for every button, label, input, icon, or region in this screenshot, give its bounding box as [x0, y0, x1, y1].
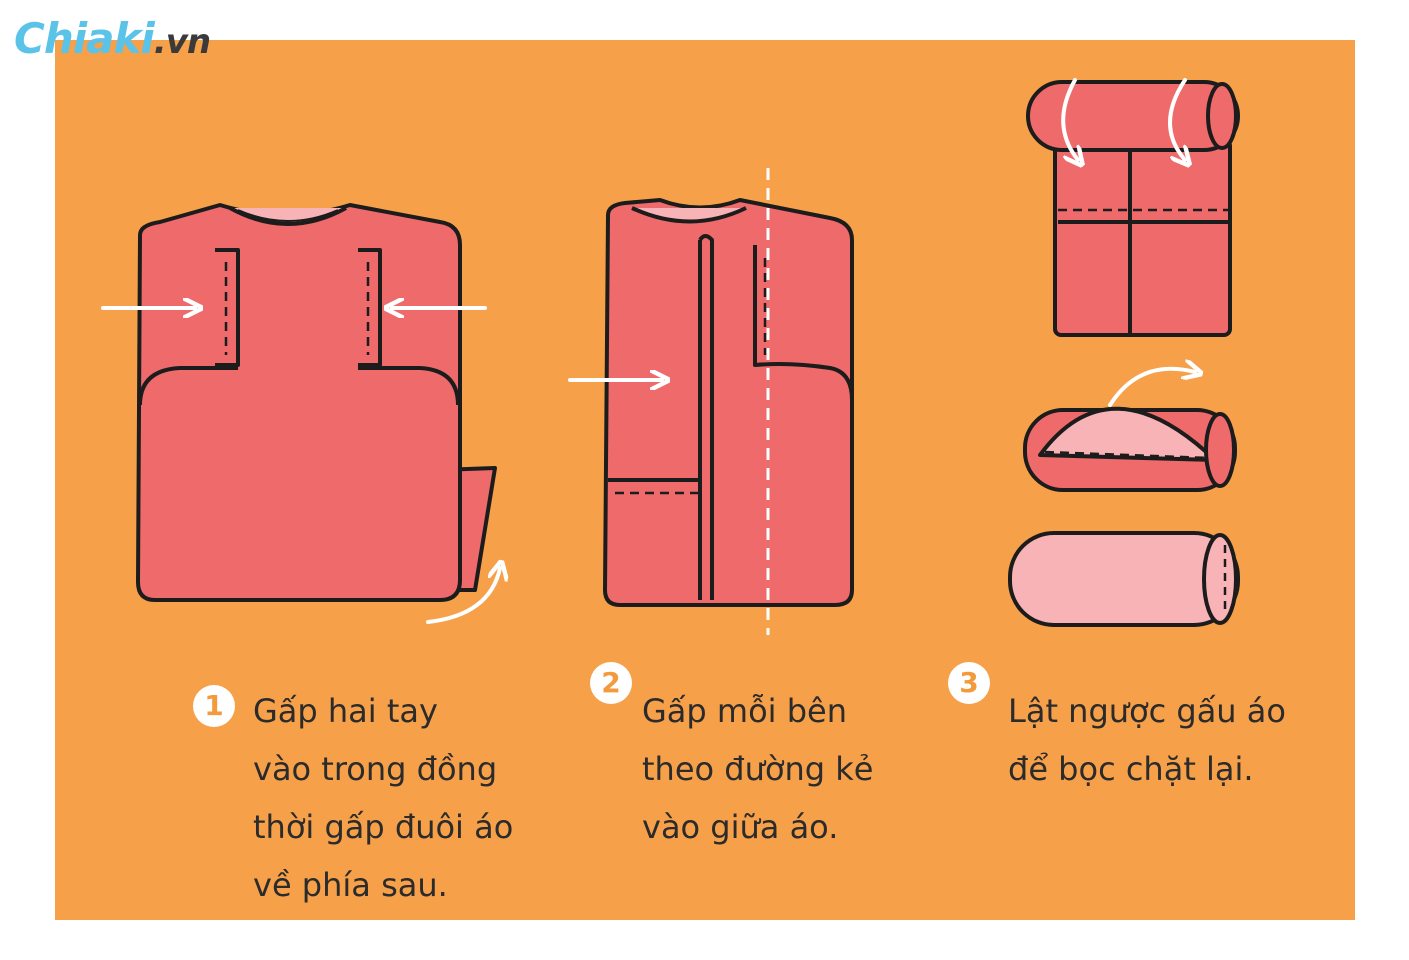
step-instruction: Lật ngược gấu áo để bọc chặt lại.	[1008, 692, 1286, 788]
step-2: 2 Gấp mỗi bên theo đường kẻ vào giữa áo.	[590, 662, 873, 856]
step-number-badge: 2	[590, 662, 632, 704]
step-1: 1 Gấp hai tay vào trong đồng thời gấp đu…	[193, 685, 513, 914]
chiaki-logo: Chiaki.vn	[14, 14, 211, 63]
curved-arrow-icon	[1108, 369, 1195, 407]
step-3: 3 Lật ngược gấu áo để bọc chặt lại.	[948, 662, 1286, 798]
step-instruction: Gấp mỗi bên theo đường kẻ vào giữa áo.	[642, 692, 874, 846]
roll-stage-b	[1023, 406, 1237, 492]
shirt-step-1	[136, 203, 497, 602]
curved-arrow-icon	[1061, 78, 1078, 160]
step-number-badge: 1	[193, 685, 235, 727]
roll-stage-a	[1026, 80, 1240, 337]
curved-arrow-icon	[1168, 78, 1185, 160]
shirt-step-2	[603, 198, 854, 607]
step-instruction: Gấp hai tay vào trong đồng thời gấp đuôi…	[253, 692, 514, 904]
roll-stage-c	[1008, 531, 1240, 627]
step-number-badge: 3	[948, 662, 990, 704]
curved-arrow-icon	[426, 568, 500, 624]
